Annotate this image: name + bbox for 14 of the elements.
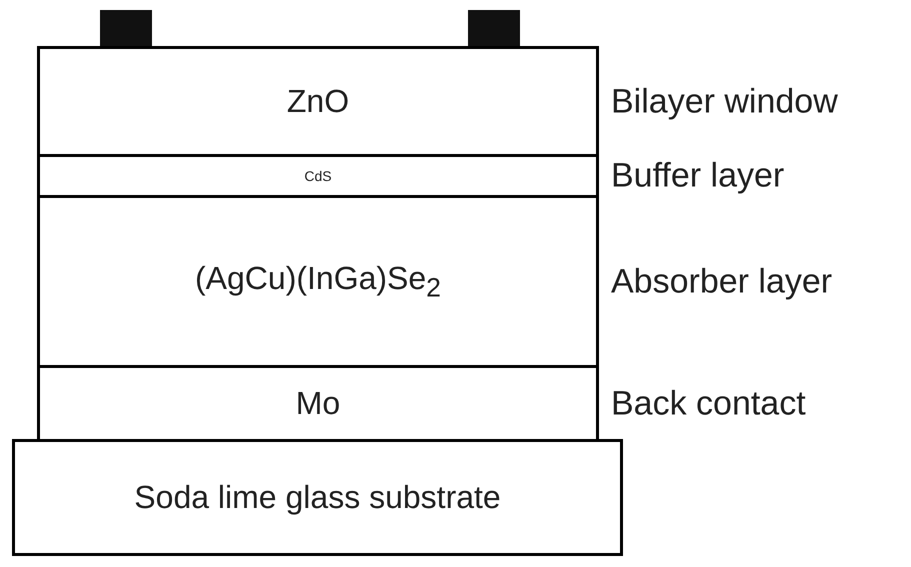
- layer-label: ZnO: [286, 83, 350, 120]
- layer-box: [12, 439, 623, 556]
- layer-box: [37, 154, 599, 198]
- layer-name: Back contact: [611, 384, 806, 423]
- layer-label: Mo: [296, 385, 340, 422]
- layer-label: Soda lime glass substrate: [134, 479, 501, 516]
- layer-box: [37, 195, 599, 368]
- layer-box: [37, 46, 599, 157]
- layer-box: [37, 365, 599, 442]
- layer-label: CdS: [304, 168, 332, 184]
- layer-label: (AgCu)(InGa)Se$_{2}$: [194, 260, 441, 304]
- layer-name: Absorber layer: [611, 262, 832, 301]
- layer-name: Buffer layer: [611, 156, 784, 196]
- layer-name: Bilayer window: [611, 82, 838, 121]
